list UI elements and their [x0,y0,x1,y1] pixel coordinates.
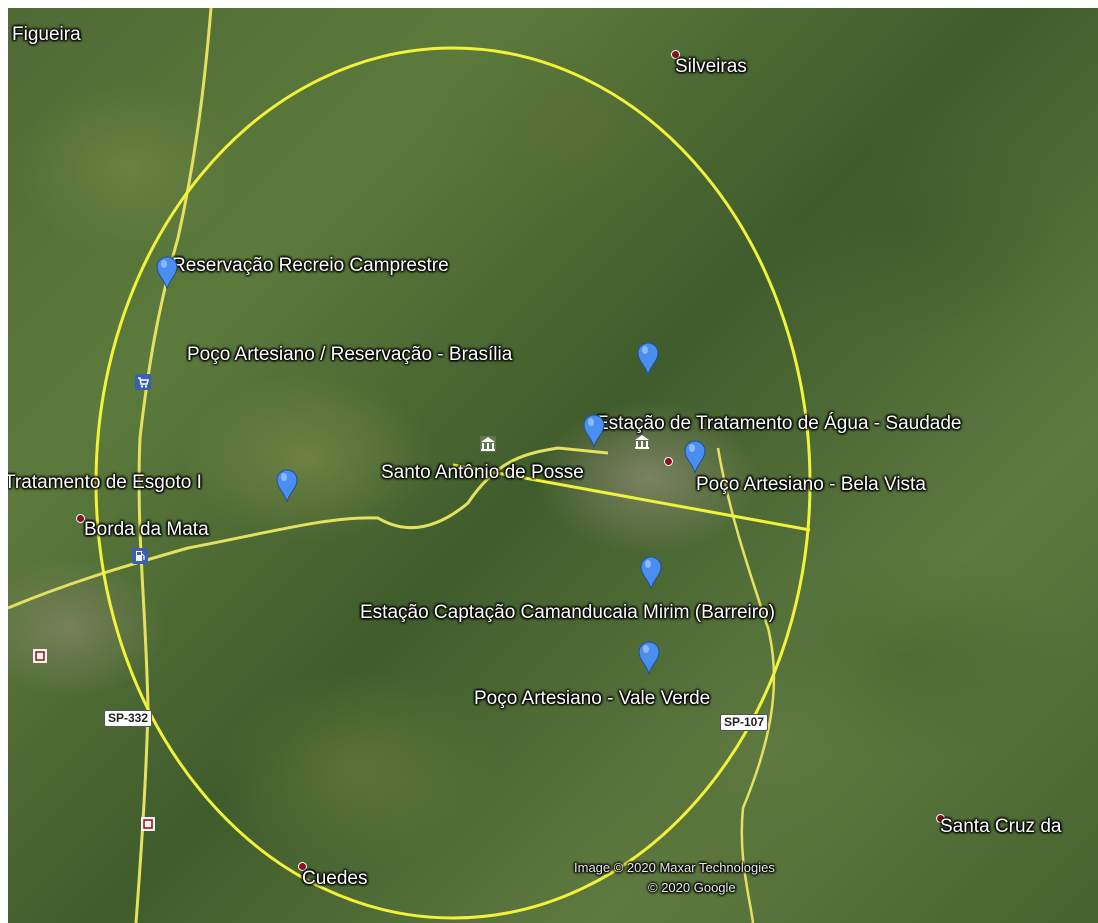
place-dot-santo-antonio[interactable] [664,457,673,466]
shopping-cart-icon[interactable] [135,374,151,390]
road-shield-sp332[interactable]: SP-332 [104,710,153,727]
place-dot-silveiras[interactable] [671,50,680,59]
poi-square-icon-2[interactable] [140,816,156,832]
road-shield-sp107[interactable]: SP-107 [720,714,769,731]
place-dot-figueira[interactable] [46,30,55,39]
place-dot-cuedes[interactable] [298,862,307,871]
label-santo-antonio[interactable]: Santo Antônio de Posse [381,462,584,483]
label-figueira[interactable]: Figueira [12,24,81,45]
label-poco-brasilia[interactable]: Poço Artesiano / Reservação - Brasília [187,344,513,365]
pin-poco-brasilia[interactable] [637,342,659,376]
pin-estacao-captacao[interactable] [640,556,662,590]
museum-icon-2[interactable] [634,434,650,450]
museum-icon[interactable] [480,436,496,452]
label-poco-bela-vista[interactable]: Poço Artesiano - Bela Vista [696,474,926,495]
label-reservacao-recreio[interactable]: Reservação Recreio Camprestre [172,255,449,276]
place-dot-borda-da-mata[interactable] [76,514,85,523]
radius-circle [94,46,812,920]
label-borda-da-mata[interactable]: Borda da Mata [84,519,209,540]
place-dot-santa-cruz[interactable] [936,814,945,823]
label-estacao-saudade[interactable]: Estação de Tratamento de Água - Saudade [596,413,962,434]
google-credit: © 2020 Google [648,880,736,895]
label-poco-vale-verde[interactable]: Poço Artesiano - Vale Verde [474,688,711,709]
pin-reservacao-recreio[interactable] [156,256,178,290]
label-estacao-captacao[interactable]: Estação Captação Camanducaia Mirim (Barr… [360,602,775,623]
imagery-credit: Image © 2020 Maxar Technologies [574,860,775,875]
poi-square-icon[interactable] [32,648,48,664]
label-silveiras[interactable]: Silveiras [675,56,747,77]
gas-station-icon[interactable] [132,548,148,564]
road-sp107 [716,447,776,923]
radius-line [452,463,811,532]
label-santa-cruz[interactable]: Santa Cruz da [940,816,1062,837]
road-north-south [134,8,213,923]
satellite-map[interactable]: Figueira Silveiras Reservação Recreio Ca… [8,8,1098,923]
pin-tratamento-esgoto[interactable] [276,469,298,503]
map-overlay [8,8,812,923]
label-cuedes[interactable]: Cuedes [302,868,368,889]
label-tratamento-esgoto[interactable]: Tratamento de Esgoto I [8,472,202,493]
pin-poco-vale-verde[interactable] [638,641,660,675]
pin-poco-bela-vista[interactable] [684,440,706,474]
pin-estacao-saudade[interactable] [583,414,605,448]
